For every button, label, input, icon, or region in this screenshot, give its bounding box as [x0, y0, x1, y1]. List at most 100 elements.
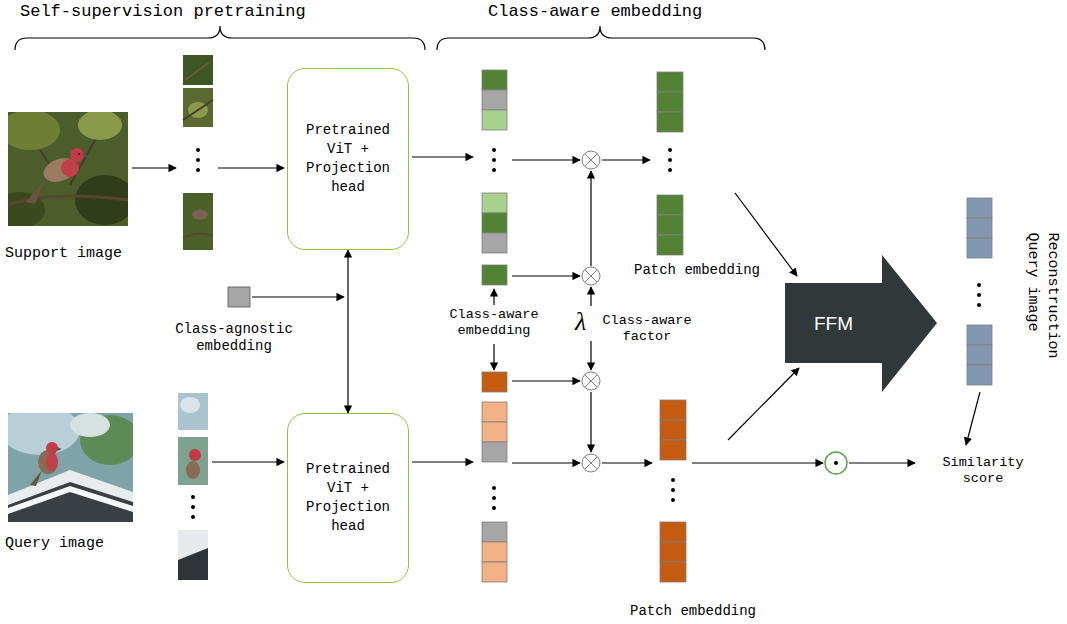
- embedding-token: [660, 542, 686, 562]
- flow-arrow: [132, 157, 980, 463]
- section-brace: [15, 26, 425, 50]
- flow-arrow: [493, 344, 494, 370]
- query-photo: [8, 482, 133, 522]
- flow-arrow: [728, 368, 799, 440]
- connector-arrow: [347, 250, 348, 413]
- embedding-token: [660, 420, 686, 440]
- embedding-token: [482, 213, 507, 233]
- ellipsis-dots: [196, 148, 200, 152]
- stack-label: Patch embedding: [630, 603, 756, 620]
- embedding-token: [967, 238, 992, 258]
- flow-arrow: [512, 159, 580, 160]
- embedding-token: [660, 562, 686, 582]
- embedding-token: [482, 522, 507, 542]
- support-photo: [78, 112, 122, 140]
- multiply-symbol: [585, 375, 597, 387]
- embedding-token: [482, 542, 507, 562]
- ellipsis-dots: [671, 488, 675, 492]
- flow-arrow: [412, 461, 473, 462]
- embedding-token: [660, 440, 686, 460]
- ellipsis-dots: [977, 293, 981, 297]
- support-photo: [83, 154, 89, 158]
- ellipsis-dots: [191, 515, 195, 519]
- ellipsis-dots: [492, 496, 496, 500]
- flow-arrow: [602, 159, 650, 160]
- encoder-box: Pretrained ViT + Projection head: [287, 68, 409, 250]
- embedding-token: [967, 198, 992, 218]
- flow-arrow: [602, 462, 652, 463]
- multiply-symbol: [582, 267, 600, 285]
- flow-arrow: [966, 392, 980, 445]
- support-photo: [26, 180, 45, 204]
- embedding-token: [657, 72, 683, 92]
- image-caption: Support image: [5, 245, 122, 263]
- flow-arrow: [412, 156, 473, 157]
- ellipsis-dots: [191, 505, 195, 509]
- embedding-token: [482, 372, 507, 392]
- image-patch: [189, 449, 201, 461]
- query-photo: [8, 486, 133, 514]
- embedding-token: [482, 402, 507, 422]
- embedding-token: [967, 325, 992, 345]
- image-patch: [178, 437, 208, 485]
- image-patch: [180, 397, 200, 413]
- factor-label: Class-aware factor: [597, 313, 697, 345]
- section-title: Class-aware embedding: [488, 2, 702, 22]
- query-photo: [8, 413, 80, 455]
- image-patch: [185, 62, 210, 80]
- multiply-symbol: [582, 151, 600, 169]
- image-patch: [192, 210, 208, 220]
- ellipsis-dots: [671, 478, 675, 482]
- support-photo: [8, 196, 128, 205]
- flow-arrow: [252, 296, 344, 297]
- query-photo: [46, 442, 58, 454]
- image-patch: [183, 193, 213, 250]
- section-brace: [437, 26, 765, 50]
- ellipsis-dots: [668, 168, 672, 172]
- embedding-token: [967, 218, 992, 238]
- dot-product-symbol: [825, 452, 847, 474]
- embedding-token: [482, 90, 507, 110]
- ellipsis-dots: [492, 158, 496, 162]
- flow-arrow: [849, 462, 915, 463]
- flow-arrow: [692, 462, 823, 463]
- embedding-token: [660, 400, 686, 420]
- dot-product-symbol: [825, 452, 847, 474]
- image-patch: [178, 548, 208, 580]
- arrow-shape: [785, 255, 937, 392]
- ellipsis-dots: [492, 486, 496, 490]
- ellipsis-dots: [671, 498, 675, 502]
- query-photo: [30, 470, 42, 486]
- query-photo: [46, 453, 58, 471]
- output-label: Reconstruction Query image: [1022, 233, 1062, 368]
- query-photo: [8, 413, 133, 522]
- embedding-token: [660, 522, 686, 542]
- ellipsis-dots: [668, 148, 672, 152]
- token-label: Class-agnostic embedding: [169, 321, 299, 355]
- image-patch: [178, 393, 208, 430]
- query-photo: [57, 447, 62, 451]
- image-patch: [178, 55, 213, 580]
- embedding-token: [482, 70, 507, 90]
- flow-arrow: [590, 287, 591, 306]
- embedding-token: [482, 193, 507, 213]
- ellipsis-dots: [196, 168, 200, 172]
- embedding-token: [657, 112, 683, 132]
- flow-arrow: [512, 380, 580, 381]
- dot-product-symbol: [834, 461, 838, 465]
- embedding-token: [482, 110, 507, 130]
- fusion-arrow: FFM: [785, 255, 937, 392]
- module-name: FFM: [814, 313, 853, 335]
- flow-arrow: [590, 171, 591, 266]
- embedding-token: [657, 92, 683, 112]
- flow-arrow: [132, 167, 176, 168]
- ellipsis-dots: [492, 148, 496, 152]
- flow-arrow: [512, 275, 580, 276]
- multiply-symbol: [585, 154, 597, 166]
- image-patch: [183, 100, 213, 120]
- stack-label: Patch embedding: [634, 262, 760, 279]
- token-label: Class-aware embedding: [442, 307, 546, 339]
- embedding-token: [967, 345, 992, 365]
- arrow-shape: [785, 255, 937, 392]
